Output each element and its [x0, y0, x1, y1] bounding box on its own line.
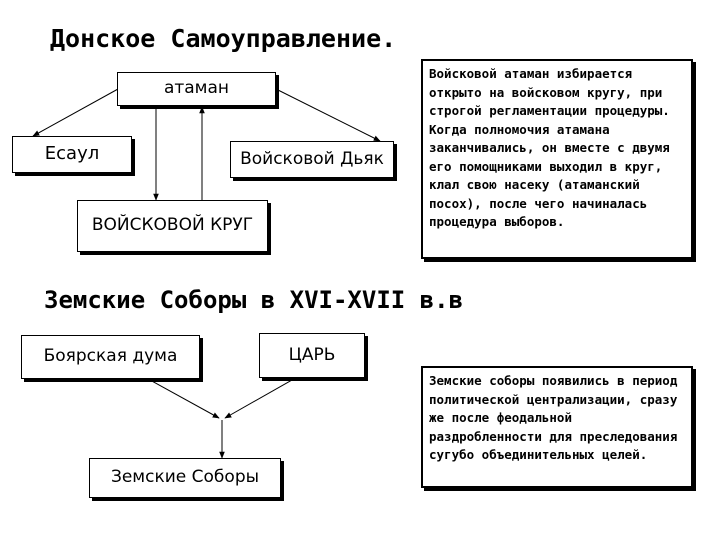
box-esaul: Есаул — [12, 136, 132, 173]
box-boyar-duma-label: Боярская дума — [43, 346, 178, 367]
arrow-ataman-to-esaul — [32, 88, 119, 137]
title-don-self-government: Донское Самоуправление. — [50, 24, 397, 53]
box-dyak: Войсковой Дьяк — [230, 141, 394, 178]
box-krug: ВОЙСКОВОЙ КРУГ — [77, 200, 268, 252]
title-zemsky-sobors: Земские Соборы в XVI-XVII в.в — [44, 286, 464, 314]
box-tsar-label: ЦАРЬ — [288, 344, 336, 365]
box-boyar-duma: Боярская дума — [21, 335, 200, 379]
box-zemsky-sobory-label: Земские Соборы — [110, 467, 260, 488]
box-tsar: ЦАРЬ — [259, 333, 365, 378]
note-zemsky-origin-text: Земские соборы появились в период полити… — [429, 373, 678, 462]
note-zemsky-origin: Земские соборы появились в период полити… — [421, 366, 693, 488]
box-esaul-label: Есаул — [44, 143, 100, 165]
arrow-ataman-to-dyak — [275, 88, 381, 142]
box-dyak-label: Войсковой Дьяк — [240, 148, 384, 169]
box-ataman: атаман — [117, 72, 276, 106]
box-ataman-label: атаман — [163, 78, 230, 99]
box-zemsky-sobory: Земские Соборы — [89, 458, 281, 498]
note-don-election-text: Войсковой атаман избирается открыто на в… — [429, 66, 670, 229]
arrow-boyar-to-sobory — [149, 379, 220, 419]
box-krug-label: ВОЙСКОВОЙ КРУГ — [91, 215, 254, 236]
note-don-election: Войсковой атаман избирается открыто на в… — [421, 59, 693, 259]
arrow-tsar-to-sobory — [224, 379, 293, 419]
